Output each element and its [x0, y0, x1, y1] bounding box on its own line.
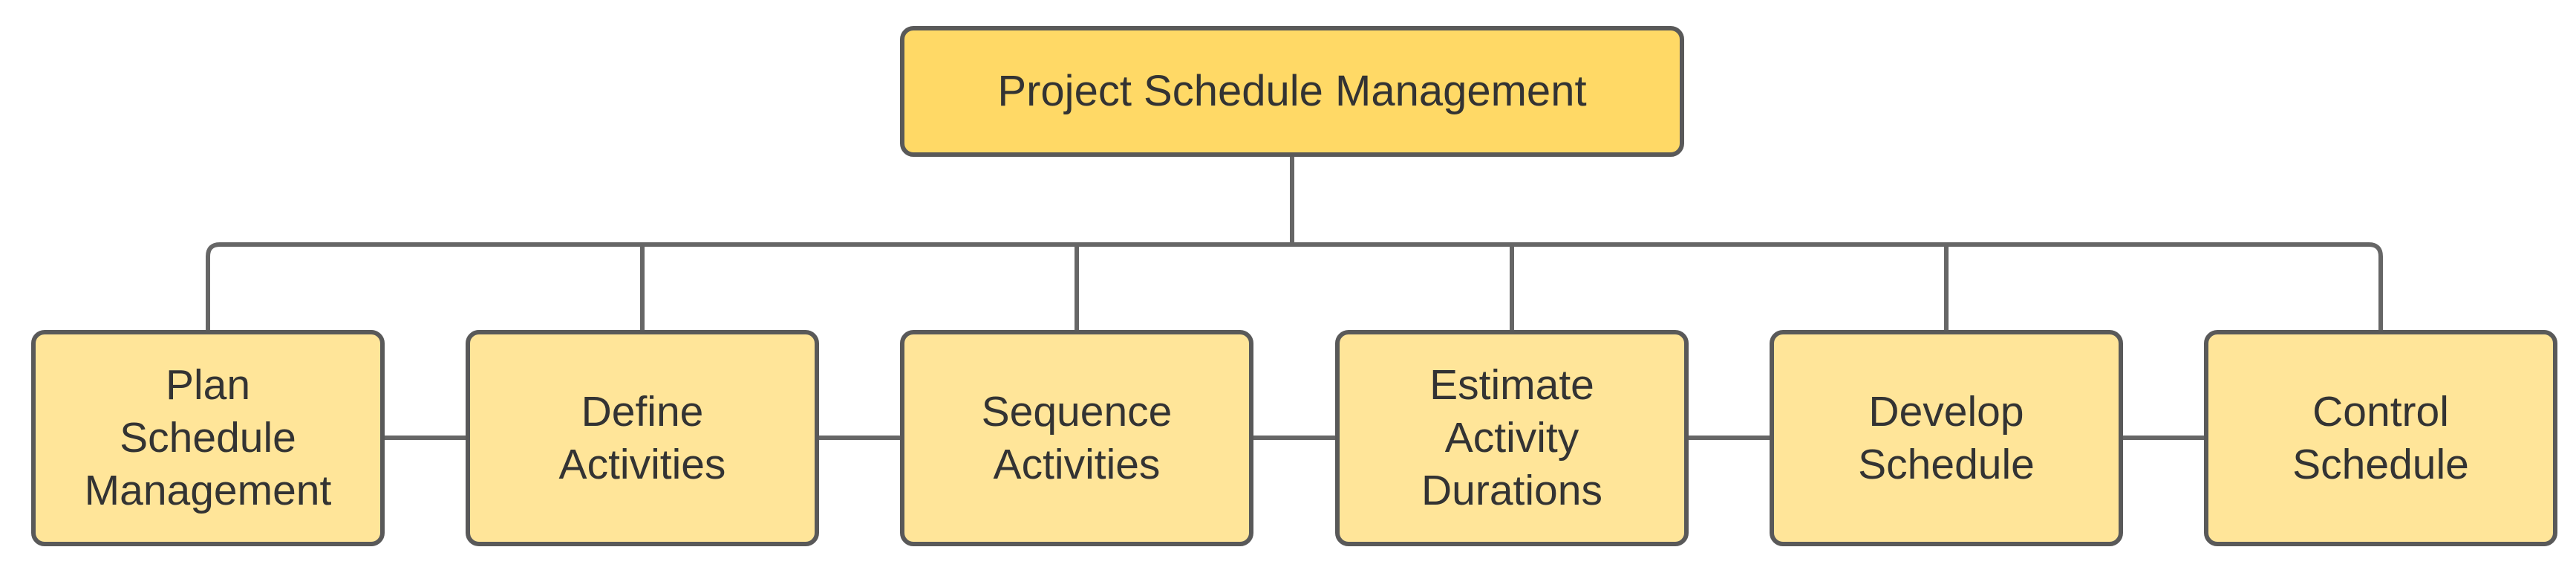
node-label-line: Activities: [993, 440, 1161, 488]
node-project-schedule-management: Project Schedule Management: [900, 26, 1684, 157]
node-label-line: Activities: [558, 440, 726, 488]
node-label-line: Plan: [165, 361, 251, 409]
node-label-line: Durations: [1421, 467, 1602, 514]
node-label: Project Schedule Management: [997, 67, 1587, 115]
node-label-line: Define: [581, 387, 704, 436]
node-label-line: Develop: [1868, 387, 2024, 436]
node-label-line: Schedule: [120, 414, 296, 462]
node-label-line: Activity: [1444, 414, 1579, 462]
node-label-line: Schedule: [1858, 440, 2035, 488]
node-label-line: Schedule: [2292, 440, 2469, 488]
node-label-line: Management: [84, 467, 332, 514]
node-label-line: Sequence: [981, 387, 1173, 436]
connector-segment: [206, 242, 2383, 330]
node-label-line: Estimate: [1429, 361, 1594, 409]
node-label-line: Control: [2312, 387, 2449, 436]
